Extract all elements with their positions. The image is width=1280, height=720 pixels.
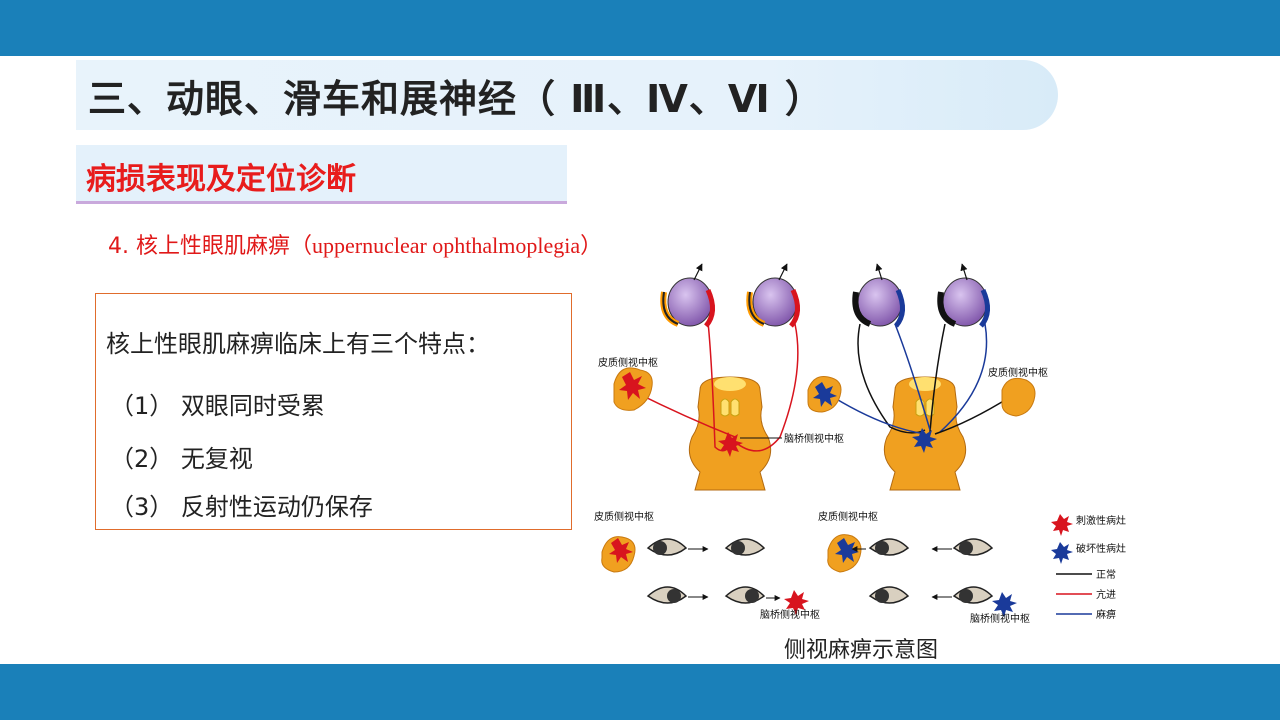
feature-item-2: （2） 无复视: [110, 439, 253, 474]
eye-bottom-1: [646, 538, 688, 556]
pathway-black-2: [929, 323, 946, 433]
eye-bottom-2: [724, 538, 766, 556]
left-brainstem: [688, 376, 772, 491]
stimulating-lesion-pons: [718, 432, 743, 457]
slide-title: 三、动眼、滑车和展神经（ Ⅲ、Ⅳ、Ⅵ ）: [88, 77, 824, 121]
feature-text: 无复视: [180, 445, 253, 473]
destructive-lesion-bottom: [992, 592, 1017, 617]
legend-label: 正常: [1096, 568, 1116, 581]
item-english-term: uppernuclear ophthalmoplegia: [311, 233, 581, 258]
item-prefix: 4. 核上性眼肌麻痹（: [108, 234, 312, 259]
top-banner: [0, 0, 1280, 56]
eye-bottom-6: [952, 538, 994, 556]
legend-destructive-icon: [1051, 542, 1073, 564]
pathway-blue-1: [894, 323, 931, 431]
label-pons-top: 脑桥侧视中枢: [784, 432, 844, 445]
item-heading: 4. 核上性眼肌麻痹（uppernuclear ophthalmoplegia）: [108, 228, 602, 260]
cortex-bottom-mid: [827, 534, 862, 573]
label-cortex-left: 皮质侧视中枢: [598, 356, 658, 369]
feature-item-1: （1） 双眼同时受累: [110, 386, 325, 421]
pathway-blue-2: [939, 323, 988, 433]
feature-text: 反射性运动仍保存: [180, 493, 373, 521]
section-subtitle: 病损表现及定位诊断: [86, 162, 356, 197]
cortex-left: [613, 367, 653, 411]
item-suffix: ）: [580, 234, 603, 259]
legend-label: 麻痹: [1096, 608, 1116, 621]
feature-item-3: （3） 反射性运动仍保存: [110, 487, 373, 522]
feature-number: （2）: [110, 445, 174, 473]
eye-top-2: [746, 263, 800, 328]
features-heading: 核上性眼肌麻痹临床上有三个特点：: [106, 330, 490, 358]
cortex-right: [1001, 377, 1036, 417]
eye-top-4: [937, 263, 990, 328]
feature-number: （3）: [110, 493, 174, 521]
legend-label: 破坏性病灶: [1076, 542, 1126, 555]
legend: 刺激性病灶 破坏性病灶 正常 亢进 麻痹: [1051, 514, 1126, 621]
feature-text: 双眼同时受累: [180, 392, 325, 420]
label-cortex-right: 皮质侧视中枢: [988, 366, 1048, 379]
cortex-mid: [807, 376, 842, 413]
pathway-black-1: [857, 323, 926, 434]
label-pons-bottom-right: 脑桥侧视中枢: [970, 612, 1030, 625]
legend-label: 刺激性病灶: [1076, 514, 1126, 527]
title-band: [76, 60, 1058, 130]
label-cortex-bottom-mid: 皮质侧视中枢: [818, 510, 878, 523]
eye-bottom-5: [868, 538, 910, 556]
gaze-palsy-diagram: 皮质侧视中枢 脑桥侧视中枢 皮质侧视中枢 皮质侧视中枢: [594, 263, 1126, 625]
eye-bottom-7: [868, 586, 910, 604]
stimulating-lesion-bottom: [784, 590, 809, 615]
eye-top-1: [660, 263, 715, 328]
label-cortex-bottom-left: 皮质侧视中枢: [594, 510, 654, 523]
eye-top-3: [852, 263, 905, 328]
bottom-banner: [0, 664, 1280, 720]
eye-bottom-4: [724, 586, 766, 604]
destructive-lesion-pons: [912, 428, 937, 453]
pathway-red-2: [734, 323, 799, 452]
label-pons-bottom-left: 脑桥侧视中枢: [760, 608, 820, 621]
features-box: 核上性眼肌麻痹临床上有三个特点： （1） 双眼同时受累 （2） 无复视 （3） …: [95, 293, 572, 530]
feature-number: （1）: [110, 392, 174, 420]
subtitle-band: [76, 145, 567, 204]
legend-label: 亢进: [1096, 588, 1116, 601]
eye-bottom-8: [952, 586, 994, 604]
legend-stimulating-icon: [1051, 514, 1073, 536]
eye-bottom-3: [646, 586, 688, 604]
cortex-bottom-left: [601, 536, 636, 573]
figure-caption: 侧视麻痹示意图: [784, 638, 939, 663]
